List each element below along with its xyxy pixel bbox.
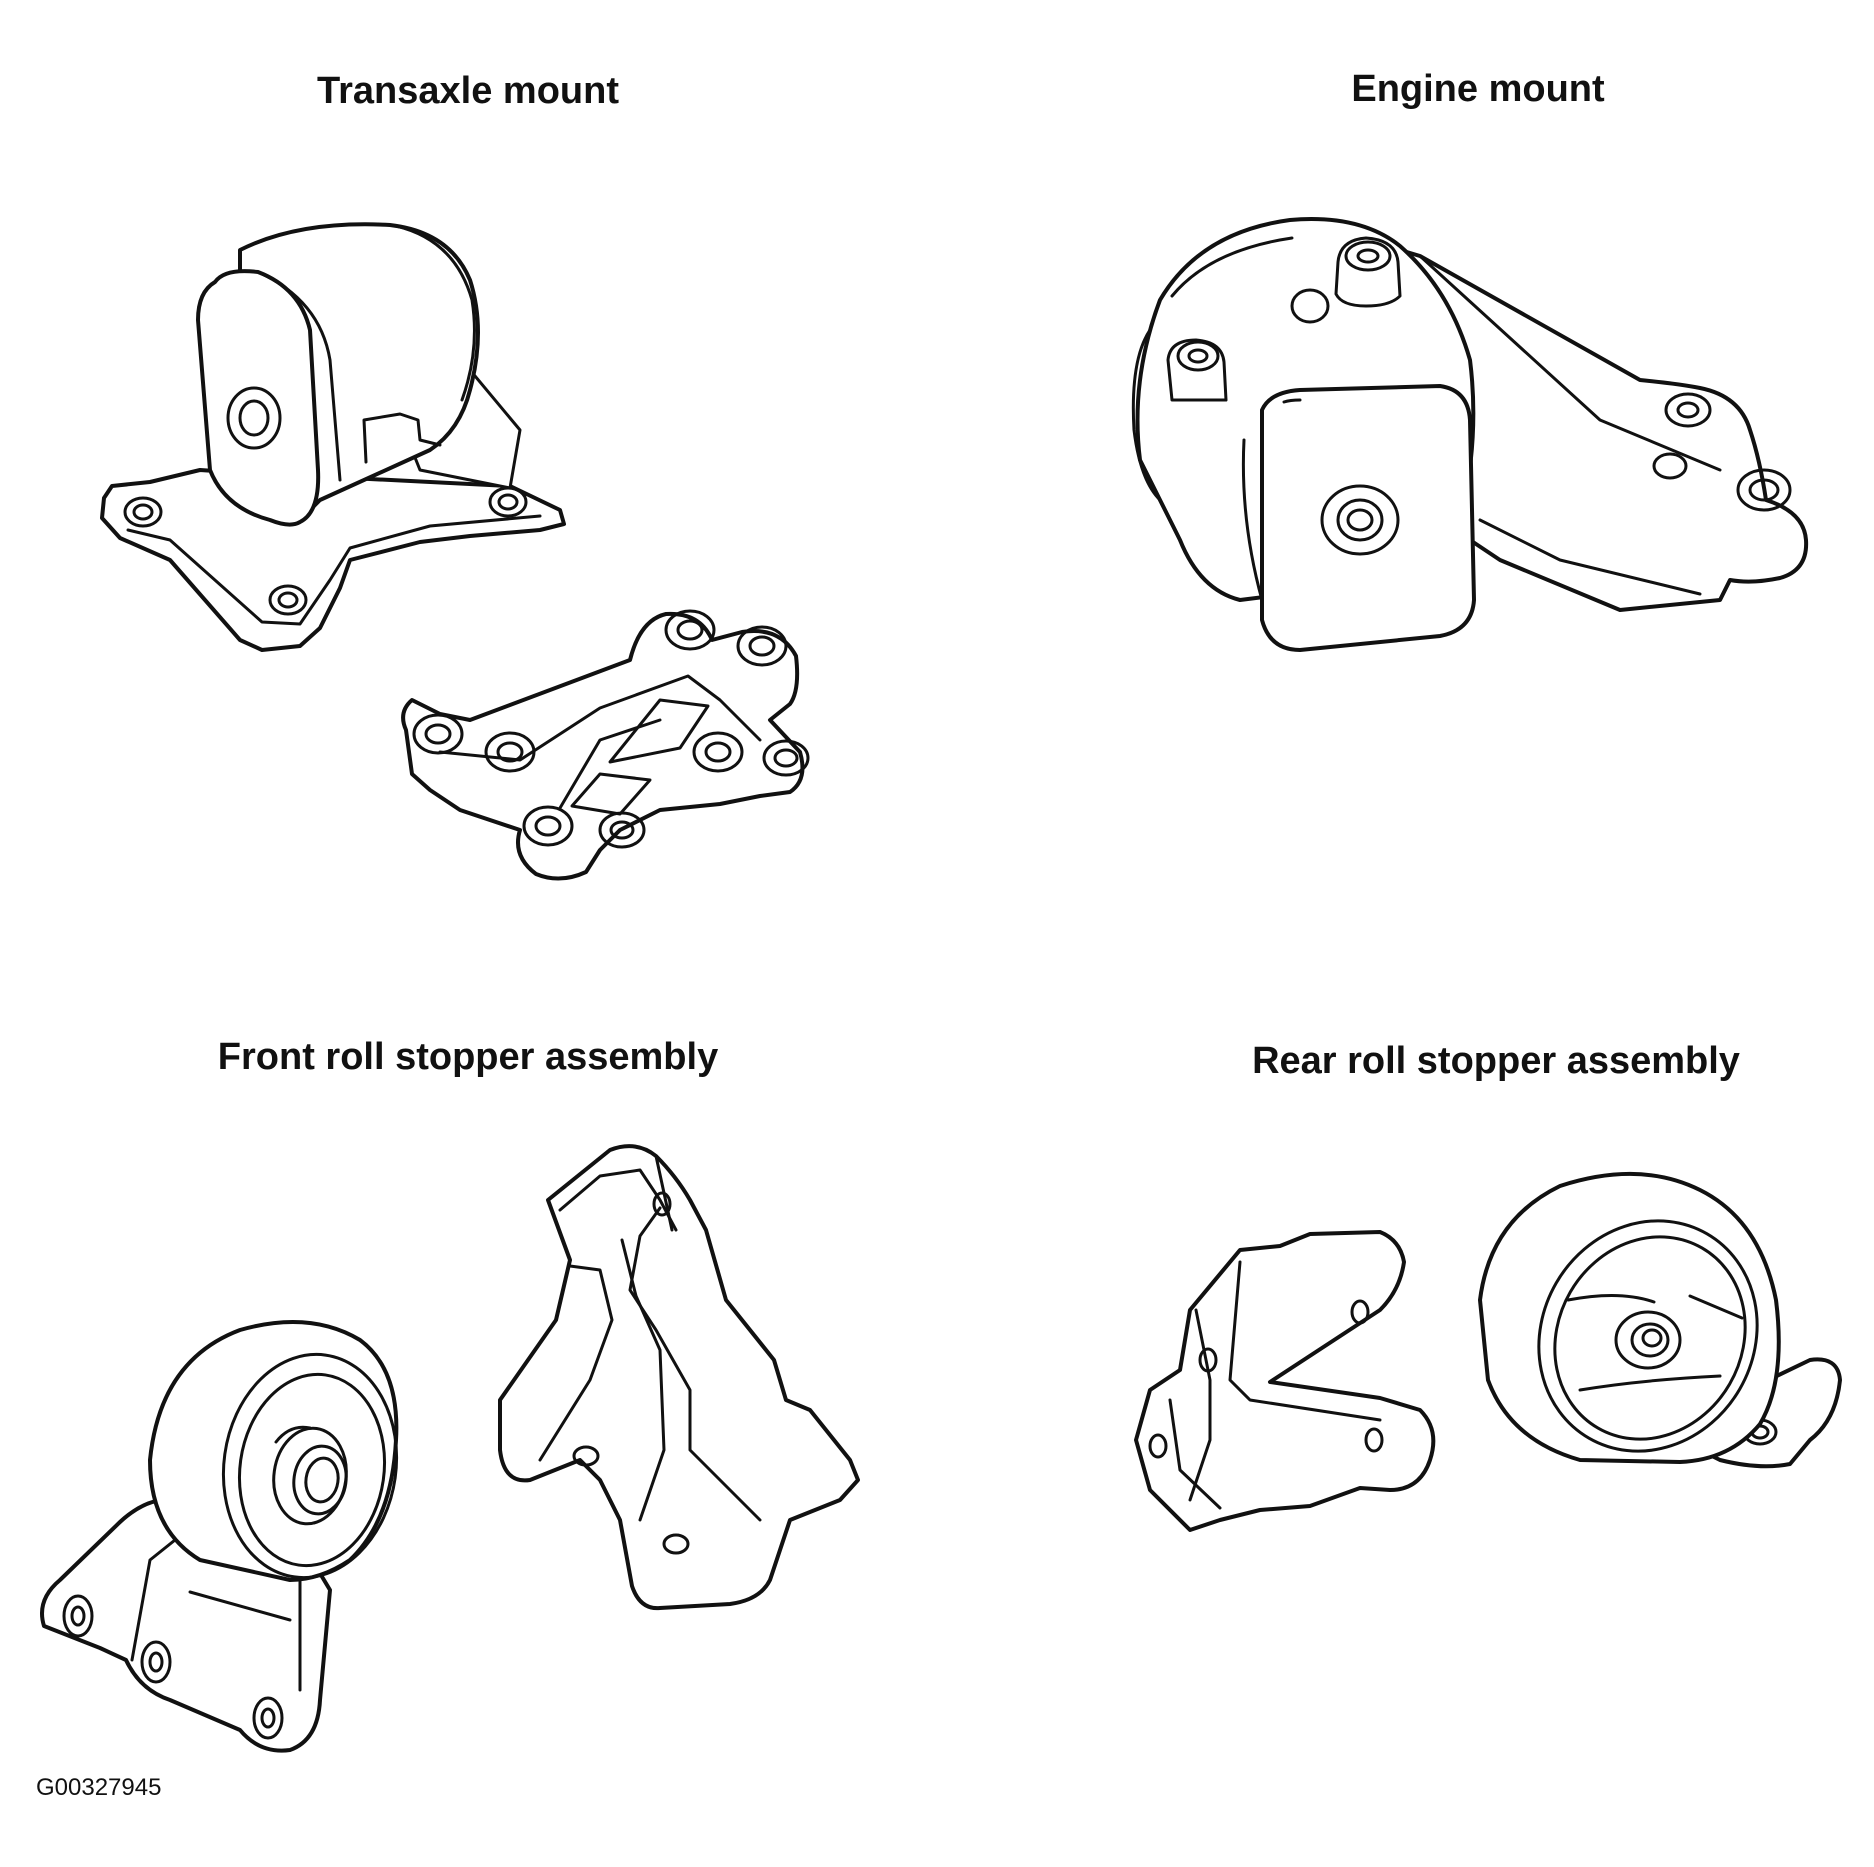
transaxle-mount-bracket: [401, 609, 810, 881]
front-roll-stopper-label: Front roll stopper assembly: [217, 1036, 719, 1078]
figure-code: G00327945: [36, 1774, 162, 1801]
engine-mount-label: Engine mount: [1351, 68, 1605, 110]
front-roll-stopper-bracket: [498, 1144, 860, 1611]
engine-mount-insulator: [1131, 217, 1809, 652]
rear-roll-stopper-bracket: [1134, 1230, 1436, 1532]
rear-roll-stopper-label: Rear roll stopper assembly: [1252, 1040, 1740, 1082]
transaxle-mount-label: Transaxle mount: [317, 70, 619, 112]
transaxle-mount-insulator: [100, 222, 566, 652]
rear-roll-stopper-insulator: [1478, 1171, 1842, 1469]
front-roll-stopper-insulator: [40, 1320, 399, 1753]
